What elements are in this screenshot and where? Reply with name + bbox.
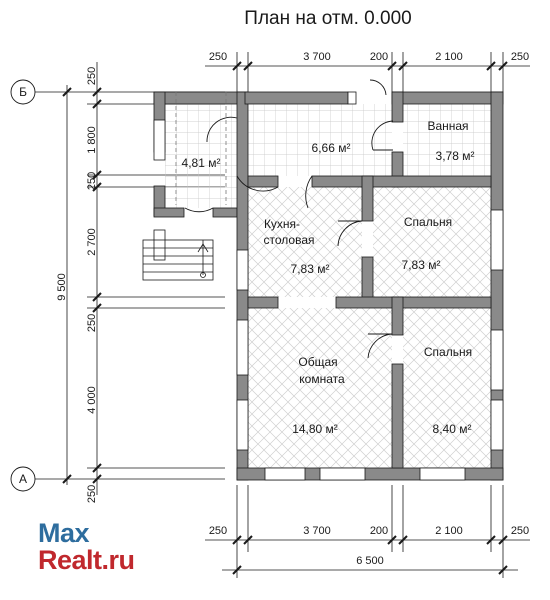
plan-title: План на отм. 0.000: [244, 8, 411, 29]
kitchen-name-line2: столовая: [264, 233, 315, 247]
bedroom1-area: 7,83 м²: [402, 258, 441, 272]
kitchen-floor: [248, 187, 362, 297]
axis-marker-b: [10, 79, 60, 105]
dim-left-3: 250: [86, 172, 98, 190]
kitchen-name-line1: Кухня-: [264, 217, 300, 231]
watermark-line1: Max: [38, 518, 90, 548]
bedroom2-floor: [403, 308, 491, 468]
dim-bottom-3: 200: [370, 525, 388, 537]
axis-marker-a: [10, 466, 60, 492]
bedroom2-name: Спальня: [424, 345, 472, 359]
bedroom1-floor: [373, 187, 491, 297]
dim-top-3: 200: [370, 51, 388, 63]
hall-area: 6,66 м²: [312, 141, 351, 155]
dim-left-7: 250: [86, 485, 98, 503]
dim-top-5: 250: [511, 51, 529, 63]
top-dimension-chain: [205, 52, 530, 92]
dim-bottom-1: 250: [209, 525, 227, 537]
bedroom2-area: 8,40 м²: [433, 422, 472, 436]
kitchen-area: 7,83 м²: [291, 262, 330, 276]
living-area: 14,80 м²: [292, 422, 338, 436]
watermark-logo: Max Realt.ru: [38, 520, 135, 574]
dim-left-1: 250: [86, 67, 98, 85]
porch-tile: [165, 104, 237, 208]
axis-label-b: Б: [19, 85, 27, 99]
living-name-line2: комната: [299, 372, 345, 386]
living-name-line1: Общая: [298, 355, 337, 369]
dim-top-1: 250: [209, 51, 227, 63]
bath-name: Ванная: [427, 119, 468, 133]
axis-label-a: А: [19, 472, 27, 486]
dim-bottom-5: 250: [511, 525, 529, 537]
bedroom1-name: Спальня: [404, 215, 452, 229]
door-leaves: [338, 149, 393, 335]
dim-left-4: 2 700: [86, 228, 98, 256]
dim-top-2: 3 700: [303, 51, 331, 63]
living-floor: [248, 308, 392, 468]
dim-top-4: 2 100: [435, 51, 463, 63]
windows: [153, 91, 504, 481]
left-dimension-chain: [60, 62, 225, 495]
bath-tile: [403, 104, 491, 176]
bath-area: 3,78 м²: [436, 149, 475, 163]
porch-area: 4,81 м²: [182, 156, 221, 170]
dim-total-width: 6 500: [356, 555, 384, 567]
dim-left-5: 250: [86, 314, 98, 332]
door-swings: [184, 79, 394, 359]
hall-tile: [248, 104, 392, 176]
dim-bottom-4: 2 100: [435, 525, 463, 537]
watermark-line2: Realt.ru: [38, 545, 135, 575]
dim-left-2: 1 800: [86, 126, 98, 154]
porch-railing: [175, 92, 227, 205]
dim-total-height: 9 500: [56, 273, 68, 301]
bottom-dimension-chain: [205, 485, 530, 578]
dim-left-6: 4 000: [86, 386, 98, 414]
entrance-steps: [142, 239, 214, 281]
dim-bottom-2: 3 700: [303, 525, 331, 537]
